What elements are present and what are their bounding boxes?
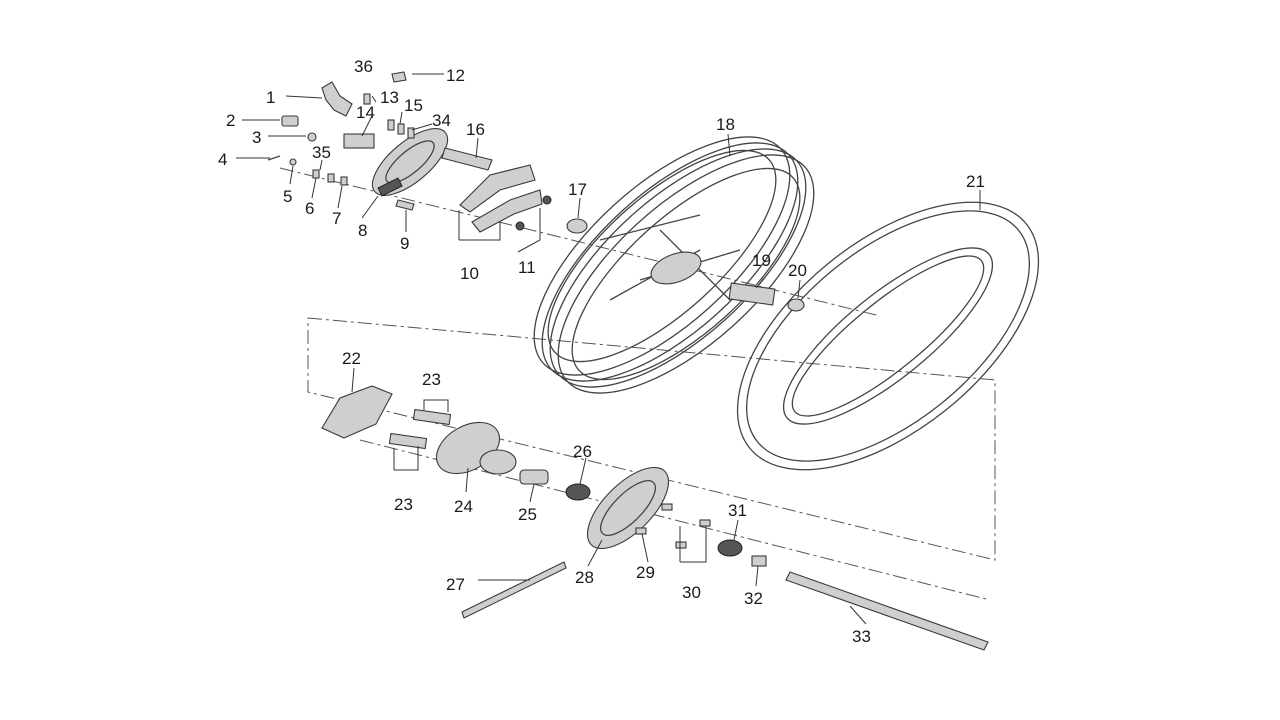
callout-25: 25 [518,505,537,524]
callout-10: 10 [460,264,479,283]
callout-7: 7 [332,209,341,228]
callout-12: 12 [446,66,465,85]
callout-1: 1 [266,88,275,107]
nuts [515,195,552,231]
callout-24: 24 [454,497,473,516]
callout-5: 5 [283,187,292,206]
bolts-29-30 [635,503,711,549]
callout-26: 26 [573,442,592,461]
damper-22 [321,385,393,439]
callout-17: 17 [568,180,587,199]
sprocket-28 [586,466,670,550]
callout-9: 9 [400,234,409,253]
callout-11: 11 [518,258,536,277]
callout-29: 29 [636,563,655,582]
callout-labels: 1 2 3 4 5 6 7 8 9 10 11 12 13 14 15 16 1… [218,57,985,646]
bearing-31 [717,539,743,557]
callout-23-lower: 23 [394,495,413,514]
brake-arm [321,81,353,117]
bearing-26 [565,483,591,501]
callout-33: 33 [852,627,871,646]
spacer-17 [566,218,588,234]
rim [533,136,815,394]
small-hardware [267,71,415,211]
callout-6: 6 [305,199,314,218]
callout-8: 8 [358,221,367,240]
callout-21: 21 [966,172,985,191]
callout-34: 34 [432,111,451,130]
callout-35: 35 [312,143,331,162]
leader-lines [236,73,981,625]
callout-13: 13 [380,88,399,107]
callout-18: 18 [716,115,735,134]
pins-23 [388,408,452,450]
callout-22: 22 [342,349,361,368]
axle-33 [785,571,989,651]
callout-4: 4 [218,150,227,169]
chain-27 [461,561,567,619]
callout-23-upper: 23 [422,370,441,389]
bearing-25 [519,469,549,485]
callout-20: 20 [788,261,807,280]
tire [736,201,1040,471]
callout-31: 31 [728,501,747,520]
callout-30: 30 [682,583,701,602]
callout-27: 27 [446,575,465,594]
brake-shoes [441,147,543,233]
callout-15: 15 [404,96,423,115]
callout-14: 14 [356,103,375,122]
callout-19: 19 [752,251,771,270]
assembly-outline [279,167,996,601]
brake-panel [371,128,449,197]
callout-2: 2 [226,111,235,130]
callout-16: 16 [466,120,485,139]
spacer-20 [787,298,805,312]
collar-32 [751,555,767,567]
hub-24 [436,421,517,475]
callout-3: 3 [252,128,261,147]
callout-28: 28 [575,568,594,587]
callout-36: 36 [354,57,373,76]
callout-32: 32 [744,589,763,608]
collar-19 [728,282,776,306]
